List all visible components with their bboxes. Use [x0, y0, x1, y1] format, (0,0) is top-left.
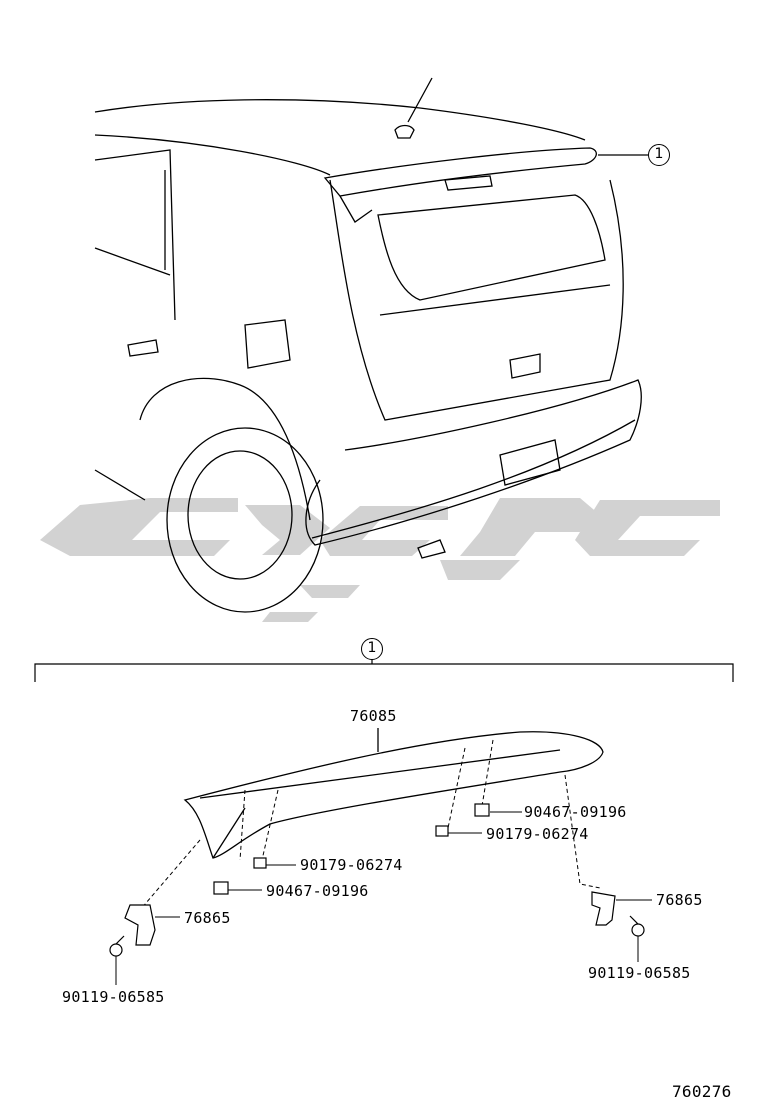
fuel-door: [244, 319, 291, 369]
emblem: [509, 353, 541, 379]
exhaust: [417, 539, 446, 559]
watermark-logo: [40, 498, 720, 622]
nut-right-icon: [435, 825, 449, 837]
car-spoiler: [323, 147, 597, 197]
callout-exploded: 1: [361, 638, 383, 660]
exploded-frame: [34, 650, 734, 682]
leader-lines: [115, 811, 652, 985]
bracket-right-icon: [591, 891, 616, 926]
bracket-left-icon: [124, 904, 156, 946]
license-plate: [499, 439, 561, 486]
assembly-lines: [139, 739, 601, 911]
nut-left-icon: [253, 857, 267, 869]
label-spoiler: 76085: [350, 707, 397, 725]
callout-top: 1: [648, 144, 670, 166]
label-screw-left: 90119-06585: [62, 988, 165, 1006]
clip-left-icon: [213, 881, 229, 895]
screw-left-icon: [109, 943, 123, 957]
antenna: [407, 77, 433, 123]
rear-window: [377, 194, 606, 301]
spoiler-part: [183, 728, 604, 859]
side-handle: [127, 339, 159, 357]
label-nut-left: 90179-06274: [300, 856, 403, 874]
clip-right-icon: [474, 803, 490, 817]
car-roof: [94, 99, 586, 141]
label-bracket-left: 76865: [184, 909, 231, 927]
label-nut-right: 90179-06274: [486, 825, 589, 843]
screw-right-icon: [631, 923, 645, 937]
label-screw-right: 90119-06585: [588, 964, 691, 982]
rear-bumper: [305, 379, 642, 546]
rear-wheel: [166, 427, 324, 613]
label-clip-left: 90467-09196: [266, 882, 369, 900]
fasteners: [109, 803, 645, 957]
figure-number: 760276: [672, 1082, 732, 1101]
car-illustration: [94, 77, 648, 613]
label-bracket-right: 76865: [656, 891, 703, 909]
label-clip-right: 90467-09196: [524, 803, 627, 821]
